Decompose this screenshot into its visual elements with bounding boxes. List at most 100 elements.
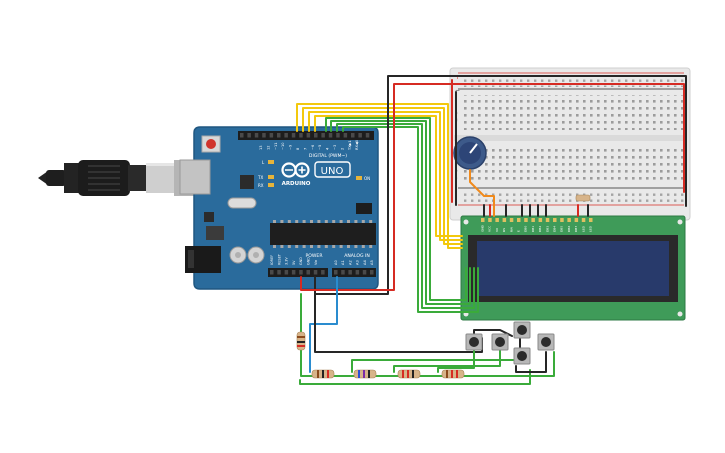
lcd-pin (495, 218, 499, 222)
led-rx-label: RX (258, 183, 264, 188)
analog-pin-label: A2 (348, 260, 352, 265)
power-label: POWER (305, 253, 323, 259)
push-button-3[interactable] (513, 321, 531, 339)
lcd-pin (481, 218, 485, 222)
wire-yellow-4 (314, 115, 463, 237)
digital-header (238, 131, 374, 140)
lcd-pin (581, 218, 586, 222)
digital-label: DIGITAL (PWM~) (309, 153, 347, 159)
digital-pin-label: 2 (340, 148, 344, 150)
usb-jack (179, 159, 211, 195)
digital-pin-label: ~6 (311, 144, 315, 150)
lcd-pin-label: DB4 (553, 226, 557, 232)
usb-chip (240, 175, 254, 189)
wire-black-gnd (314, 75, 687, 295)
on-label: ON (364, 176, 370, 181)
digital-pin-label: ~9 (289, 144, 293, 150)
lcd-pin-label: RW (509, 227, 513, 232)
lcd-pin (560, 218, 564, 222)
wires (296, 75, 687, 385)
rail-minus-label: − (455, 87, 460, 94)
analog-pin-label: A3 (356, 260, 360, 265)
digital-pin-label: RX◀0 (355, 139, 359, 150)
lcd-pin (574, 218, 579, 222)
lcd-pin-label: LED (581, 225, 585, 232)
power-pin-label: GND (307, 257, 311, 265)
arduino-logo-icon (281, 162, 310, 178)
lcd-pin (488, 218, 492, 222)
lcd-screen (477, 241, 669, 296)
lcd-pin-label: V0 (495, 228, 499, 232)
lcd-pin (509, 218, 514, 222)
lcd-pin (545, 218, 550, 222)
power-pin-label: 3.3V (285, 257, 289, 265)
wire-orange-pot (469, 169, 495, 217)
lcd-pin-label: GND (481, 224, 485, 232)
lcd-pin (517, 218, 521, 222)
crystal (227, 197, 257, 209)
wire-green-3 (336, 123, 475, 309)
resistor-2 (353, 369, 377, 379)
digital-pin-label: 8 (296, 147, 300, 150)
push-button-1[interactable] (465, 333, 483, 351)
terminal-strip-bottom (460, 146, 684, 181)
lcd-pin-label: VCC (488, 226, 492, 232)
digital-pin-label: 13 (259, 145, 263, 150)
power-header (268, 268, 328, 277)
analog-pin-label: A4 (363, 260, 367, 265)
atmega-chip (270, 223, 376, 245)
power-pin-label: Vin (314, 260, 318, 265)
analog-pin-label: A0 (334, 260, 338, 265)
push-button-5[interactable] (537, 333, 555, 351)
push-button-2[interactable] (491, 333, 509, 351)
digital-pin-label: 12 (266, 145, 270, 150)
lcd-pin-label: E (517, 230, 521, 232)
wire-red-5v (300, 83, 685, 291)
resistor-1 (311, 369, 335, 379)
rail-plus-label: + (455, 74, 460, 81)
lcd-pin (567, 218, 571, 222)
lcd-pin (502, 218, 507, 222)
digital-pin-label: 7 (303, 148, 307, 150)
digital-pin-label: TX▶1 (348, 140, 352, 151)
arduino-uno-board: ARDUINO UNO DIGITAL (PWM~) L TX RX ON PO… (179, 126, 379, 290)
lcd-pin-label: DB2 (538, 226, 542, 232)
wire-green-2 (330, 120, 471, 305)
digital-pin-label: 4 (326, 147, 330, 150)
lcd-pin-label: DB0 (524, 226, 528, 232)
led-tx-label: TX (257, 175, 263, 180)
digital-pin-label: ~10 (281, 142, 285, 150)
analog-pin-label: A5 (370, 260, 374, 265)
power-pin-label: IOREF (270, 255, 274, 265)
usb-cable (38, 160, 196, 196)
lcd-pin (531, 218, 535, 222)
backlight-resistor (575, 194, 591, 202)
lcd-pin-label: DB1 (531, 226, 535, 232)
power-pin-label: GND (299, 257, 303, 265)
terminal-strip-top (460, 95, 684, 130)
push-button-4[interactable] (513, 347, 531, 365)
potentiometer[interactable] (453, 136, 487, 170)
digital-pin-label: ~11 (274, 142, 278, 150)
analog-label: ANALOG IN (344, 253, 370, 259)
lcd-pin-label: DB5 (560, 226, 564, 232)
arduino-model: UNO (321, 166, 344, 177)
bottom-rail (460, 190, 684, 202)
lcd-pin-label: RS (502, 228, 506, 232)
wire-green-1 (325, 117, 467, 301)
wire-blue-a0 (309, 276, 338, 373)
resistor-3 (397, 369, 421, 379)
power-pin-label: 5V (292, 260, 296, 265)
analog-header (332, 268, 376, 277)
lcd-pin (538, 218, 543, 222)
lcd-pin (589, 218, 593, 222)
lcd-pin (553, 218, 557, 222)
led-l-label: L (262, 160, 265, 165)
lcd-pin (524, 218, 528, 222)
power-pin-label: RESET (277, 253, 281, 265)
wire-yellow-1 (296, 103, 463, 249)
lcd-pin-label: DB6 (567, 226, 571, 232)
